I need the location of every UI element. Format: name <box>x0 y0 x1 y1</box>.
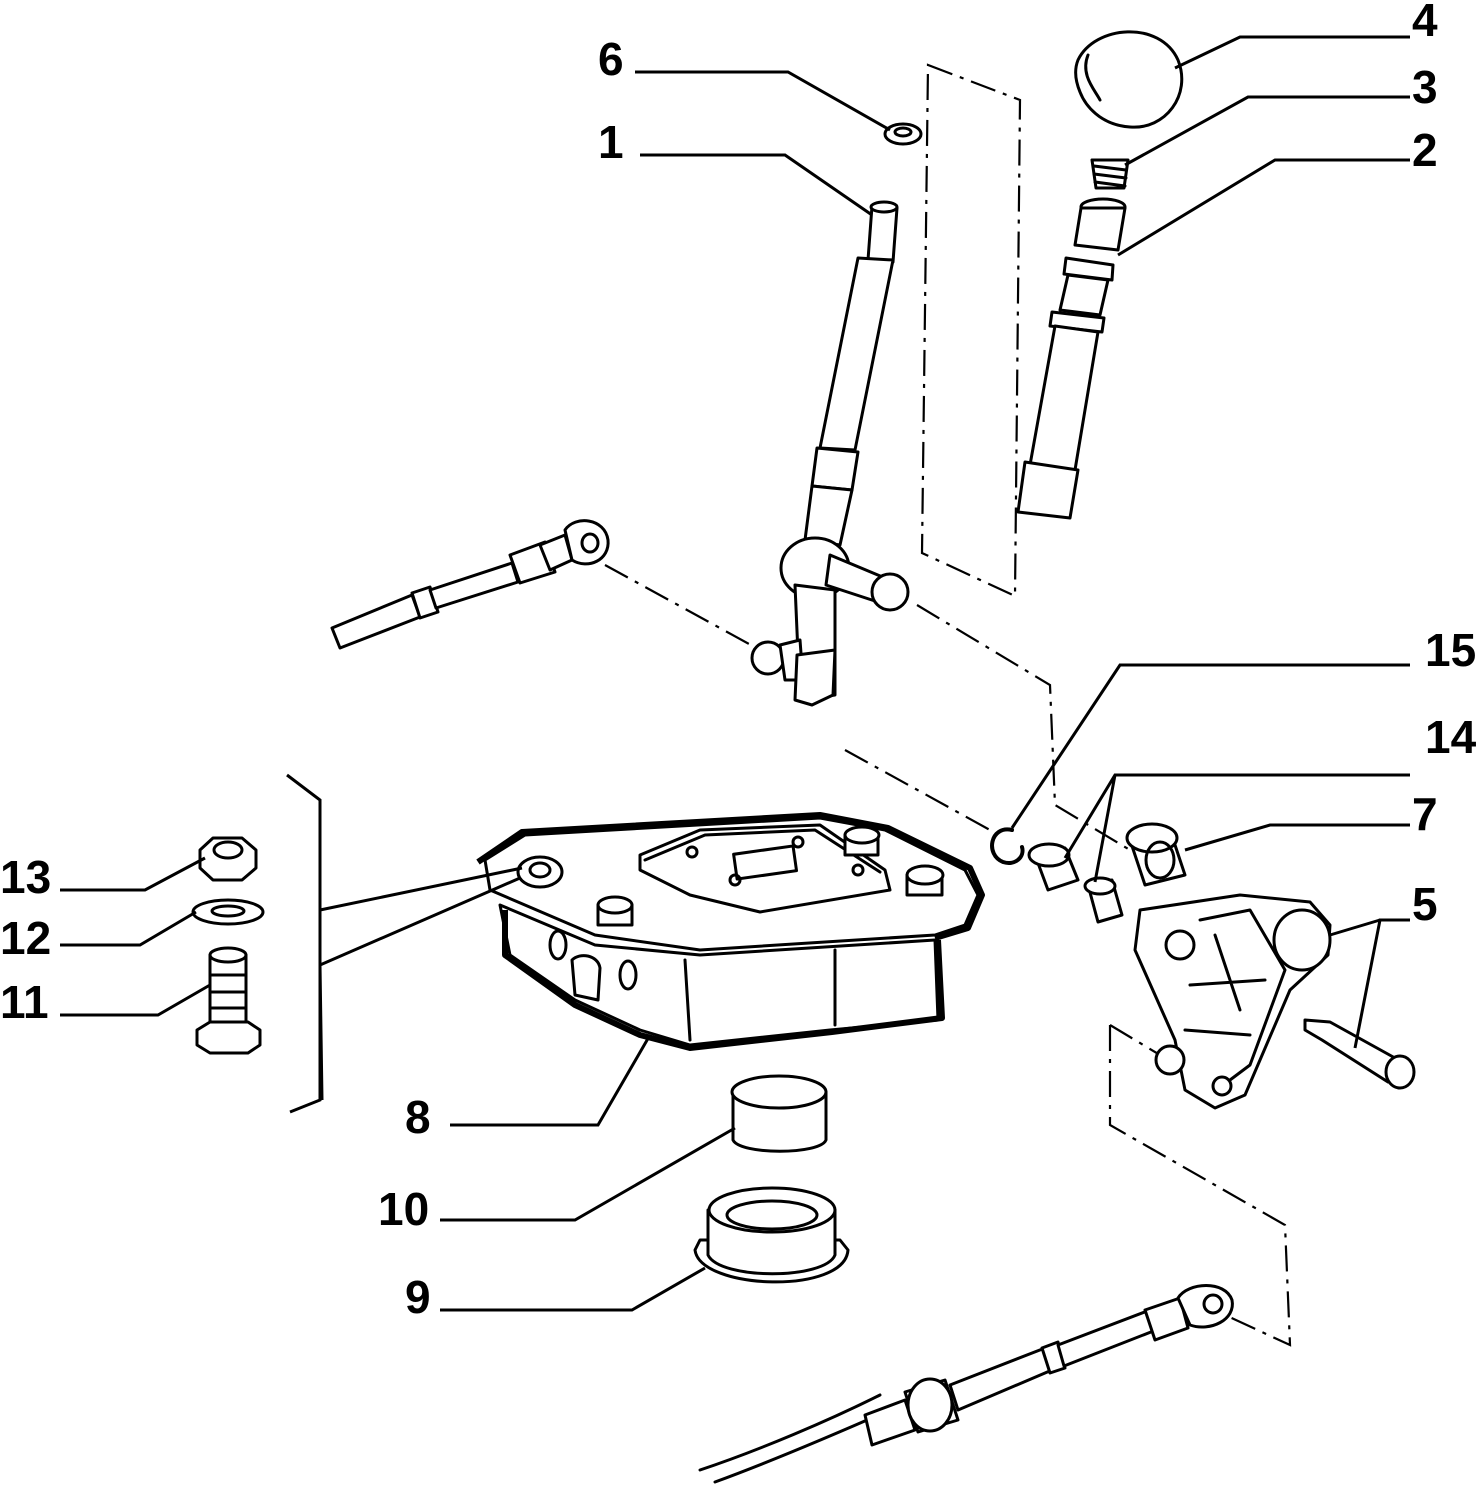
leader-7 <box>1184 823 1410 852</box>
part-4-knob <box>1074 30 1184 129</box>
leader-5 <box>1329 918 1410 1049</box>
part-10-bushing <box>730 1074 828 1153</box>
part-14-bushings <box>1027 842 1124 924</box>
part-9-seal <box>693 1186 850 1284</box>
callout-13: 13 <box>0 851 51 903</box>
leader-6 <box>635 70 891 132</box>
part-15-clip <box>990 827 1025 865</box>
callout-11: 11 <box>0 976 49 1028</box>
callout-14: 14 <box>1425 711 1477 763</box>
fastener-bracket <box>286 773 322 1114</box>
part-2-sleeve <box>1016 197 1127 520</box>
leader-8 <box>450 1034 652 1127</box>
callout-12: 12 <box>0 912 51 964</box>
leader-12 <box>60 910 197 947</box>
callout-1: 1 <box>598 116 624 168</box>
part-3-spring <box>1090 158 1130 190</box>
leader-housing-bolt <box>318 866 523 1101</box>
part-6-washer <box>883 122 923 146</box>
callout-3: 3 <box>1412 61 1438 113</box>
part-13-nut <box>198 836 258 882</box>
leader-lines <box>60 35 1410 1312</box>
part-7-bushing <box>1125 822 1187 887</box>
leader-3 <box>1124 95 1410 167</box>
part-5-bracket <box>1133 893 1332 1110</box>
callout-15: 15 <box>1425 624 1476 676</box>
part-12-washer <box>191 898 265 926</box>
leader-2 <box>1117 158 1410 257</box>
callout-4: 4 <box>1412 0 1438 46</box>
leader-10 <box>440 1126 736 1222</box>
leader-1 <box>640 153 873 217</box>
leader-11 <box>60 983 211 1017</box>
callout-7: 7 <box>1412 788 1438 840</box>
part-1-gear-lever <box>750 200 910 707</box>
leader-4 <box>1174 35 1410 70</box>
leader-9 <box>440 1266 706 1312</box>
part-8-housing <box>476 812 985 1051</box>
callout-labels: 1 2 3 4 5 6 7 8 9 10 11 12 13 14 15 <box>0 0 1477 1323</box>
assembly-lines <box>604 63 1292 1347</box>
callout-8: 8 <box>405 1091 431 1143</box>
callout-9: 9 <box>405 1271 431 1323</box>
callout-2: 2 <box>1412 124 1438 176</box>
part-11-bolt <box>195 946 262 1055</box>
part-5-pin <box>1303 1018 1416 1090</box>
leader-14 <box>1063 773 1410 883</box>
callout-6: 6 <box>598 33 624 85</box>
callout-10: 10 <box>378 1183 429 1235</box>
callout-5: 5 <box>1412 878 1438 930</box>
upper-cable <box>330 519 610 650</box>
lower-cable <box>698 1284 1234 1484</box>
leader-13 <box>60 856 206 892</box>
leader-15 <box>1010 663 1410 829</box>
